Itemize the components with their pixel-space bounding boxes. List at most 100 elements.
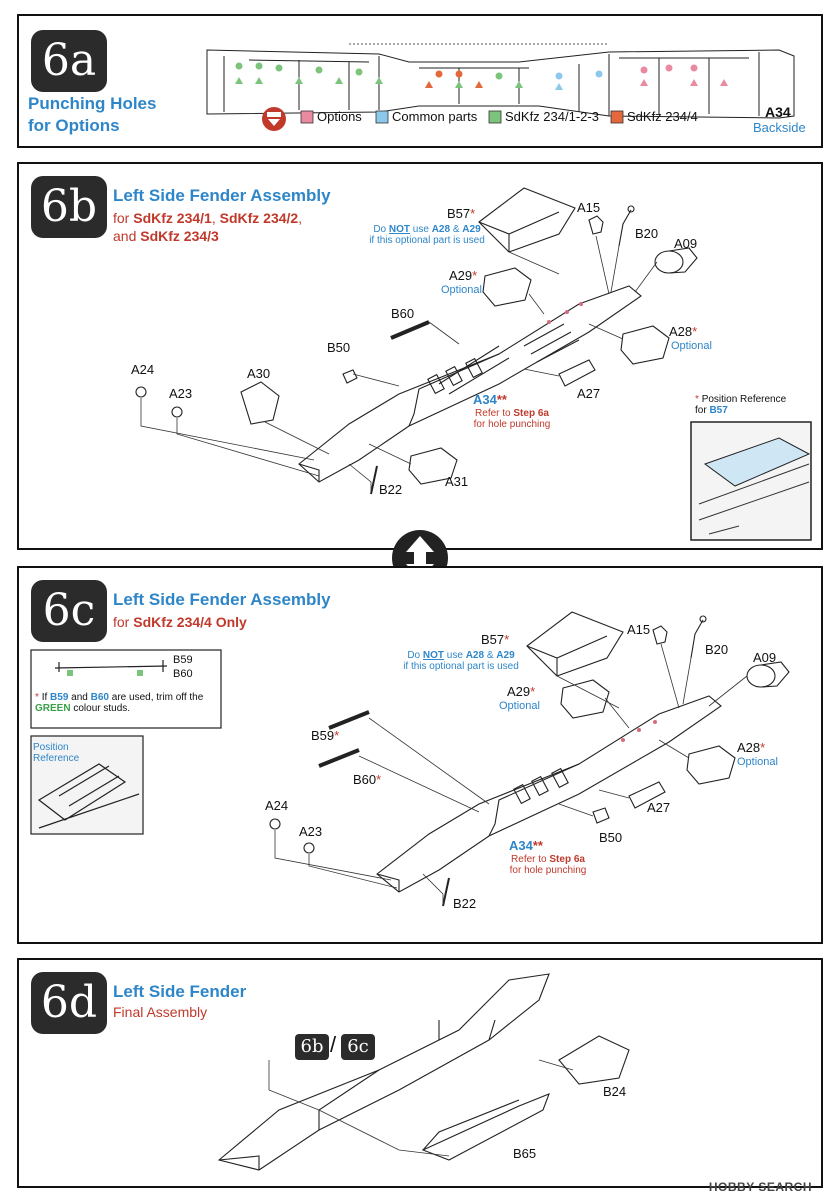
note-line2: if this optional part is used	[403, 661, 519, 672]
watermark: HOBBY SEARCH	[708, 1180, 812, 1194]
part-a23-6b	[171, 406, 183, 418]
a29-text: A29	[449, 268, 473, 283]
inset-label-b60: B60	[173, 668, 193, 680]
label-b65: B65	[513, 1146, 537, 1161]
label-a24-6c: A24	[265, 798, 289, 813]
trim-green: GREEN	[35, 703, 71, 714]
note-amp: &	[452, 224, 460, 235]
posref-text: Position Reference	[701, 394, 787, 405]
b60-star: *	[376, 772, 382, 787]
b57-star: *	[470, 206, 476, 221]
model-234-3: SdKfz 234/3	[140, 228, 219, 244]
label-a28-6b: A28*	[669, 324, 697, 339]
note-not: NOT	[422, 650, 445, 661]
label-b20-6c: B20	[705, 642, 729, 657]
part-a31-6b	[408, 447, 458, 485]
label-b60-6c: B60*	[353, 772, 381, 787]
note-not: NOT	[388, 224, 411, 235]
assembly-diagram-6c	[30, 611, 790, 907]
a28-text: A28	[669, 324, 693, 339]
posref-line1: Position	[33, 742, 69, 753]
part-a29-6b	[482, 267, 532, 307]
trim-and: and	[71, 692, 88, 703]
label-b50-6b: B50	[327, 340, 351, 355]
label-b59-6c: B59*	[311, 728, 339, 743]
panel-6d: 6d Left Side Fender Final Assembly 6b / …	[17, 958, 823, 1188]
refer-step: Step 6a	[549, 854, 585, 865]
model-234-4: SdKfz 234/4 Only	[133, 614, 247, 630]
note-a29: A29	[496, 650, 515, 661]
posref-part: B57	[709, 405, 728, 416]
position-reference-6c: Position Reference	[33, 742, 93, 764]
label-a24-6b: A24	[131, 362, 155, 377]
note-refer-6c: Refer to Step 6a for hole punching	[493, 854, 603, 876]
label-a29-optional-6c: Optional	[499, 700, 540, 712]
part-a15-6c	[652, 625, 668, 645]
label-a28-optional-6c: Optional	[737, 756, 778, 768]
part-a15-6b	[588, 215, 604, 235]
label-a30-6b: A30	[247, 366, 271, 381]
label-b57-6b: B57*	[447, 206, 475, 221]
posref-star: *	[695, 394, 699, 405]
refer-step: Step 6a	[513, 408, 549, 419]
note-do-not-use-6c: Do NOT use A28 & A29 if this optional pa…	[391, 650, 531, 672]
note-trim-studs: * If B59 and B60 are used, trim off the …	[35, 692, 219, 714]
hole-green-circle	[235, 62, 243, 70]
b57-star: *	[504, 632, 510, 647]
step-badge-6d: 6d	[31, 972, 107, 1034]
part-a24-6c	[269, 818, 281, 830]
note-do: Do	[373, 224, 387, 235]
label-b22-6c: B22	[453, 896, 477, 911]
subtitle-6b-line2: and SdKfz 234/3	[113, 228, 219, 244]
a28-text: A28	[737, 740, 761, 755]
a34-dstar: **	[532, 838, 543, 853]
title-6a-line2: for Options	[28, 116, 120, 135]
note-do-not-use-6b: Do NOT use A28 & A29 if this optional pa…	[357, 224, 497, 246]
part-b50-6c	[592, 807, 610, 824]
note-use: use	[412, 224, 429, 235]
part-a09-6b	[654, 250, 684, 274]
a29-star: *	[472, 268, 478, 283]
fender-backside-diagram	[206, 43, 795, 131]
part-a27-6b	[558, 359, 596, 387]
label-a28-6c: A28*	[737, 740, 765, 755]
legend-sdkfz-234-123: SdKfz 234/1-2-3	[505, 109, 599, 124]
label-a31-6b: A31	[445, 474, 469, 489]
note-position-reference-6b: * Position Reference for B57	[695, 394, 809, 416]
panel-6a: 6a Punching Holes for Options	[17, 14, 823, 148]
hole-green-circle	[275, 64, 283, 72]
fender-body-6c	[376, 695, 722, 893]
title-6a-line1: Punching Holes	[28, 94, 157, 113]
fender-assembled	[217, 973, 550, 1171]
subtitle-6b-line1: for SdKfz 234/1, SdKfz 234/2,	[113, 210, 303, 226]
legend-sdkfz-234-4: SdKfz 234/4	[627, 109, 698, 124]
refer-text2: for hole punching	[509, 865, 587, 876]
trim-b59: B59	[50, 692, 69, 703]
hole-green-circle	[315, 66, 323, 74]
for-text: for	[113, 210, 130, 226]
hole-green-circle	[355, 68, 363, 76]
panel-6b: 6b Left Side Fender Assembly for SdKfz 2…	[17, 162, 823, 550]
part-a09-6c	[746, 664, 776, 688]
part-a29-6c	[560, 679, 610, 719]
inset-label-b59: B59	[173, 654, 193, 666]
hole-green-triangle	[235, 77, 243, 84]
note-amp: &	[486, 650, 494, 661]
assembly-diagram-6b	[135, 187, 812, 541]
part-b65	[421, 1093, 550, 1161]
subtitle-6d: Final Assembly	[113, 1004, 208, 1020]
refer-text2: for hole punching	[473, 419, 551, 430]
posref-line2: Reference	[33, 753, 80, 764]
label-a09-6c: A09	[753, 650, 777, 665]
a28-star: *	[692, 324, 698, 339]
label-a09-6b: A09	[674, 236, 698, 251]
hole-green-circle	[255, 62, 263, 70]
a34-text: A34	[473, 392, 497, 407]
part-a24-6b	[135, 386, 147, 398]
note-a28: A28	[431, 224, 451, 235]
part-a30-6b	[240, 381, 280, 425]
hole-green-circle	[495, 72, 503, 80]
a34-dstar: **	[496, 392, 507, 407]
ref-badge-6b: 6b	[295, 1034, 329, 1060]
subtitle-6c: for SdKfz 234/4 Only	[113, 614, 247, 630]
